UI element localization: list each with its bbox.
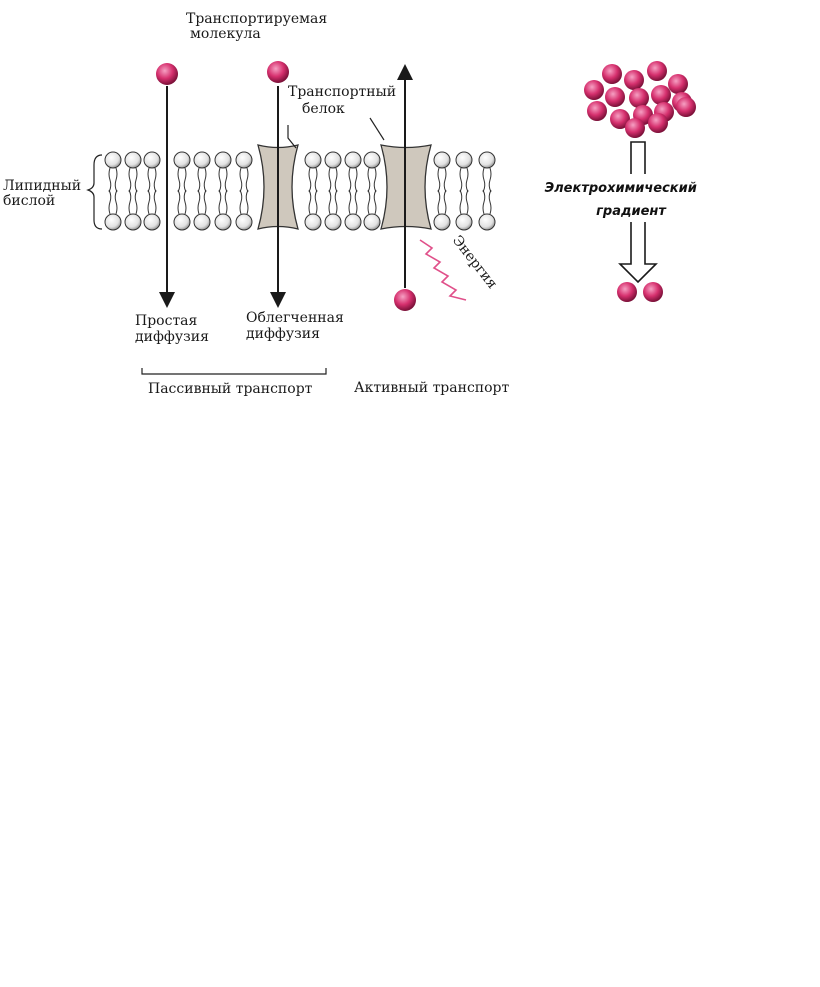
lipid-tail	[482, 167, 492, 193]
lipid-head	[235, 213, 253, 231]
lipid-head	[104, 213, 122, 231]
passive-transport-bracket	[141, 368, 327, 375]
lipid-tail	[177, 189, 187, 215]
lipid-head	[124, 151, 142, 169]
lipid-tail	[437, 167, 447, 193]
label-active-transport: Активный транспорт	[354, 380, 510, 396]
lipid-head	[344, 151, 362, 169]
lipid-head	[455, 151, 473, 169]
lipid-tail	[108, 167, 118, 193]
lipid-head	[433, 151, 451, 169]
lipid-head	[173, 151, 191, 169]
high-concentration-molecule	[602, 64, 622, 84]
lipid-head	[455, 213, 473, 231]
lipid-head	[124, 213, 142, 231]
high-concentration-molecule	[587, 101, 607, 121]
lipid-head	[363, 151, 381, 169]
high-concentration-molecule	[676, 97, 696, 117]
lipid-head	[193, 213, 211, 231]
high-concentration-molecule	[648, 113, 668, 133]
lipid-head	[235, 151, 253, 169]
lipid-head	[214, 213, 232, 231]
lipid-head	[304, 151, 322, 169]
energy-wave	[419, 239, 467, 301]
lipid-tail	[482, 189, 492, 215]
lipid-head	[478, 151, 496, 169]
label-facilitated-diffusion: Облегченная диффузия	[246, 310, 348, 342]
label-electrochemical-gradient: Электрохимический градиент	[545, 181, 702, 219]
label-energy: Энергия	[449, 233, 500, 292]
lipid-head	[193, 151, 211, 169]
high-concentration-molecule	[625, 118, 645, 138]
lipid-head	[214, 151, 232, 169]
high-concentration-molecule	[651, 85, 671, 105]
lipid-head	[324, 213, 342, 231]
lipid-head	[143, 151, 161, 169]
protein-leader-2	[369, 117, 385, 141]
lipid-tail	[239, 189, 249, 215]
lipid-tail	[128, 167, 138, 193]
label-lipid-bilayer: Липидный бислой	[3, 178, 86, 209]
label-transport-protein: Транспортный белок	[288, 84, 401, 117]
lipid-tail	[108, 189, 118, 215]
label-passive-transport: Пассивный транспорт	[148, 381, 313, 397]
lipid-head	[324, 151, 342, 169]
lipid-bilayer	[104, 151, 496, 231]
high-concentration-molecule	[584, 80, 604, 100]
low-concentration-molecule	[617, 282, 637, 302]
high-concentration-molecule	[624, 70, 644, 90]
lipid-head	[433, 213, 451, 231]
low-concentration-molecule	[643, 282, 663, 302]
lipid-tail	[197, 189, 207, 215]
bilayer-brace	[86, 154, 103, 230]
lipid-tail	[308, 189, 318, 215]
molecule-simple-diffusion	[156, 63, 178, 85]
lipid-tail	[348, 167, 358, 193]
lipid-tail	[328, 189, 338, 215]
high-concentration-molecule	[668, 74, 688, 94]
molecule-facilitated-diffusion	[267, 61, 289, 83]
high-concentration-molecule	[605, 87, 625, 107]
lipid-head	[363, 213, 381, 231]
lipid-tail	[239, 167, 249, 193]
lipid-tail	[308, 167, 318, 193]
lipid-tail	[147, 189, 157, 215]
lipid-tail	[328, 167, 338, 193]
lipid-head	[104, 151, 122, 169]
lipid-tail	[147, 167, 157, 193]
lipid-tail	[197, 167, 207, 193]
lipid-tail	[218, 167, 228, 193]
label-simple-diffusion: Простая диффузия	[135, 313, 209, 345]
lipid-tail	[218, 189, 228, 215]
lipid-head	[478, 213, 496, 231]
protein-leader-1	[287, 125, 297, 149]
high-concentration-cluster	[584, 61, 696, 138]
lipid-tail	[177, 167, 187, 193]
lipid-tail	[459, 167, 469, 193]
lipid-tail	[367, 189, 377, 215]
lipid-head	[304, 213, 322, 231]
high-concentration-molecule	[610, 109, 630, 129]
label-transported-molecule: Транспортируемая молекула	[186, 11, 332, 42]
lipid-head	[143, 213, 161, 231]
lipid-head	[173, 213, 191, 231]
lipid-tail	[459, 189, 469, 215]
lipid-tail	[348, 189, 358, 215]
high-concentration-molecule	[629, 88, 649, 108]
lipid-head	[344, 213, 362, 231]
lipid-tail	[128, 189, 138, 215]
high-concentration-molecule	[647, 61, 667, 81]
molecule-active-transport	[394, 289, 416, 311]
lipid-tail	[367, 167, 377, 193]
lipid-tail	[437, 189, 447, 215]
